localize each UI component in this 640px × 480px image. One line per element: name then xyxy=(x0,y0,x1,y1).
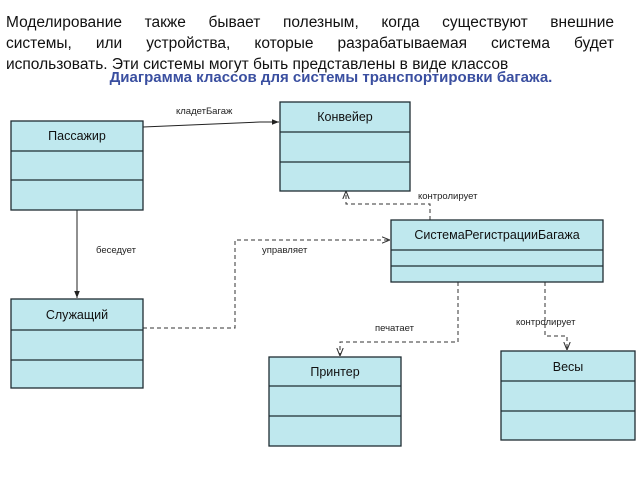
intro-line-2: системы, или устройства, которые разраба… xyxy=(6,35,614,52)
class-registration-system: СистемаРегистрацииБагажа xyxy=(390,219,604,283)
class-printer-name: Принтер xyxy=(310,365,359,379)
edge-prints xyxy=(340,282,459,356)
class-conveyor-name: Конвейер xyxy=(317,110,373,124)
class-scales: Весы xyxy=(500,350,636,441)
label-manages: управляет xyxy=(262,245,308,256)
label-controls-scales: контролирует xyxy=(516,317,576,328)
label-talks: беседует xyxy=(96,245,137,256)
class-passenger-name: Пассажир xyxy=(48,129,106,143)
edge-manages xyxy=(143,240,390,329)
class-printer: Принтер xyxy=(268,356,402,447)
class-passenger: Пассажир xyxy=(10,120,144,211)
class-employee-name: Служащий xyxy=(46,308,108,322)
label-controls-conveyor: контролирует xyxy=(418,191,478,202)
edge-puts-luggage xyxy=(142,119,279,128)
edge-controls-conveyor xyxy=(346,191,431,220)
intro-line-1: Моделирование также бывает полезным, ког… xyxy=(6,14,614,31)
intro-paragraph: Моделирование также бывает полезным, ког… xyxy=(6,12,614,75)
class-scales-name: Весы xyxy=(553,360,584,374)
class-registration-system-name: СистемаРегистрацииБагажа xyxy=(414,228,579,242)
edge-controls-scales xyxy=(544,282,567,350)
class-conveyor: Конвейер xyxy=(279,101,411,192)
diagram-title: Диаграмма классов для системы транспорти… xyxy=(109,69,553,86)
label-puts-luggage: кладетБагаж xyxy=(176,106,233,117)
class-employee: Служащий xyxy=(10,298,144,389)
label-prints: печатает xyxy=(375,323,415,334)
intro-line-3: использовать. Эти системы могут быть пре… xyxy=(6,56,509,73)
